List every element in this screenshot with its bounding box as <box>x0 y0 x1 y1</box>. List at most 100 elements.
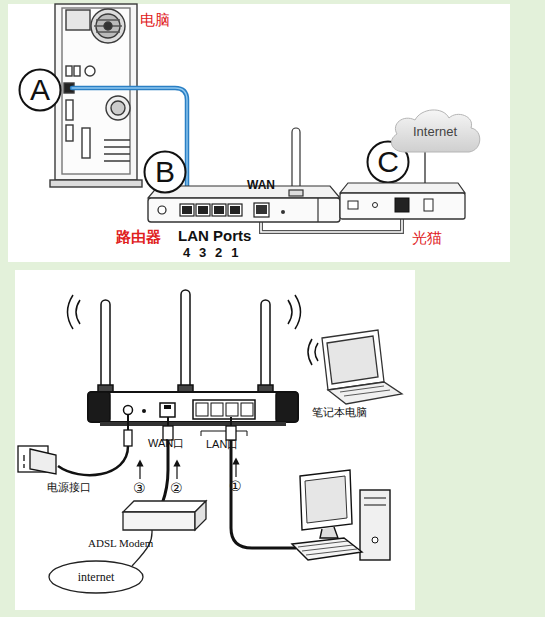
wireless-router <box>88 290 298 436</box>
power-cable <box>58 446 128 475</box>
lan-cable <box>226 417 296 548</box>
desktop-computer <box>364 498 386 505</box>
cloud-label: internet <box>48 560 144 594</box>
callout-arrow <box>235 461 236 477</box>
optical-modem-outline <box>340 183 465 219</box>
computer-tower <box>85 66 95 76</box>
adsl-modem: ADSL Modem <box>122 500 207 532</box>
router <box>212 204 226 216</box>
wireless-router <box>160 403 175 417</box>
power-cable <box>127 415 129 430</box>
router <box>148 198 340 222</box>
wireless-router <box>142 409 146 413</box>
router <box>198 206 208 214</box>
wireless-router <box>88 392 298 422</box>
wireless-router <box>164 405 171 409</box>
network-cable <box>72 88 187 206</box>
power-adapter <box>18 446 56 474</box>
optical-modem: 光猫 <box>340 183 465 219</box>
optical-modem-outline <box>373 203 378 208</box>
desktop-computer <box>320 527 338 538</box>
network-cable <box>72 88 187 206</box>
wireless-router <box>196 403 208 416</box>
router <box>281 210 285 214</box>
computer-tower <box>66 125 73 141</box>
lan-cable <box>230 417 232 426</box>
device-label: 电脑 <box>140 11 170 29</box>
callout-arrow <box>139 463 140 479</box>
internet-cloud: Internet <box>385 106 485 156</box>
power-adapter <box>30 449 56 474</box>
device-label: 路由器 <box>116 228 161 246</box>
router <box>256 205 267 214</box>
desktop-computer <box>298 541 357 555</box>
port-label: LAN口 <box>206 438 238 451</box>
wifi-waves <box>76 300 80 324</box>
wireless-router <box>226 403 238 416</box>
computer-tower <box>111 101 125 115</box>
wireless-router <box>88 392 110 422</box>
computer-tower <box>104 22 112 30</box>
router <box>254 203 269 217</box>
adsl-modem-outline <box>123 501 206 512</box>
wireless-router <box>193 400 255 419</box>
optical-modem-outline <box>340 183 465 193</box>
wifi-waves <box>315 343 318 361</box>
computer-tower <box>104 140 130 161</box>
wireless-router <box>261 300 270 392</box>
callout-arrow <box>140 461 236 479</box>
lan-cable <box>226 426 236 440</box>
computer-tower <box>55 4 137 180</box>
wireless-router <box>211 403 223 416</box>
laptop <box>327 336 378 384</box>
router <box>317 198 318 222</box>
computer-tower <box>66 100 73 120</box>
desktop-computer <box>305 476 347 523</box>
wireless-router <box>201 431 247 436</box>
wireless-router <box>124 406 133 415</box>
desktop-computer <box>360 490 390 560</box>
router <box>228 204 242 216</box>
computer-tower <box>62 8 130 174</box>
computer-tower <box>91 9 125 43</box>
router <box>214 206 224 214</box>
callout-number: ① <box>229 478 242 495</box>
callout-circle: B <box>143 150 187 194</box>
computer-tower <box>50 180 142 187</box>
callout-number: ③ <box>133 480 146 497</box>
wifi-waves <box>68 295 74 329</box>
desktop-computer <box>292 538 362 560</box>
computer-tower <box>106 96 130 120</box>
network-cable <box>72 88 187 206</box>
device-label: 光猫 <box>412 229 442 247</box>
wireless-router <box>101 300 110 392</box>
optical-modem-outline <box>424 199 433 211</box>
wireless-router <box>181 290 190 392</box>
internet-cloud-outline <box>49 561 143 593</box>
cloud-label: Internet <box>385 106 485 156</box>
wan-cable <box>167 417 169 426</box>
computer-tower <box>50 4 142 187</box>
laptop <box>340 386 390 396</box>
optical-modem-outline <box>348 201 358 209</box>
port-label: LAN Ports <box>178 227 251 245</box>
bottom-panel <box>15 270 415 610</box>
router <box>289 190 303 196</box>
callout-number: ② <box>170 480 183 497</box>
router <box>158 206 166 214</box>
wifi-waves <box>288 300 292 324</box>
port-label: WAN口 <box>148 437 184 450</box>
optical-modem-outline <box>340 193 465 219</box>
laptop <box>322 330 402 404</box>
callout-letter: A <box>18 68 62 112</box>
adsl-modem-outline <box>195 501 206 530</box>
port-label: WAN <box>247 178 275 192</box>
callout-circle: A <box>18 68 62 112</box>
computer-tower <box>74 66 80 76</box>
device-label: 笔记本电脑 <box>312 406 367 419</box>
wifi-waves <box>308 339 312 365</box>
adsl-modem-outline <box>122 500 207 532</box>
